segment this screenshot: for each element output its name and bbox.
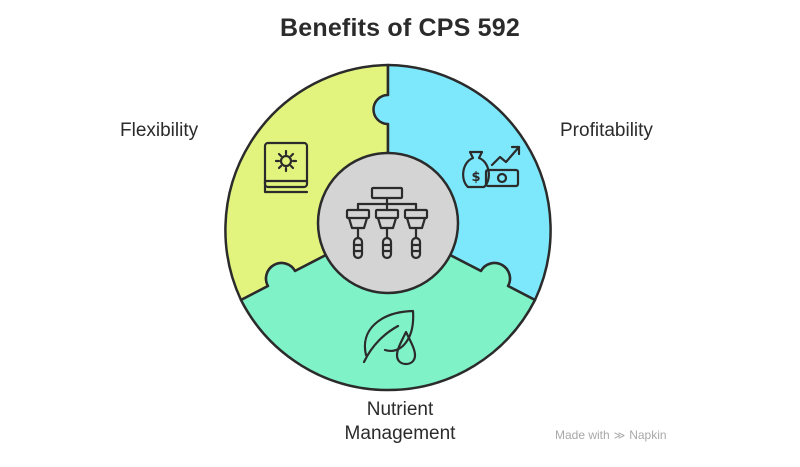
diagram-title: Benefits of CPS 592 xyxy=(280,14,520,42)
label-nutrient-line2: Management xyxy=(344,423,456,444)
hierarchy-icon xyxy=(345,186,429,260)
svg-text:$: $ xyxy=(471,170,480,185)
label-nutrient-line1: Nutrient xyxy=(366,399,434,420)
segment-nutrient-management xyxy=(239,221,537,392)
watermark-brand: Napkin xyxy=(629,428,667,442)
label-flexibility: Flexibility xyxy=(120,120,199,141)
money-growth-icon: $ xyxy=(462,145,521,189)
leaf-drop-icon xyxy=(362,309,417,366)
watermark-text: Made with xyxy=(555,428,610,442)
center-hub xyxy=(316,151,460,295)
gear-book-icon xyxy=(263,141,309,194)
label-profitability: Profitability xyxy=(560,120,653,141)
label-nutrient-management: Nutrient Management xyxy=(300,398,500,446)
napkin-logo-icon: ≫ xyxy=(613,429,626,442)
napkin-watermark[interactable]: Made with ≫ Napkin xyxy=(555,428,667,442)
